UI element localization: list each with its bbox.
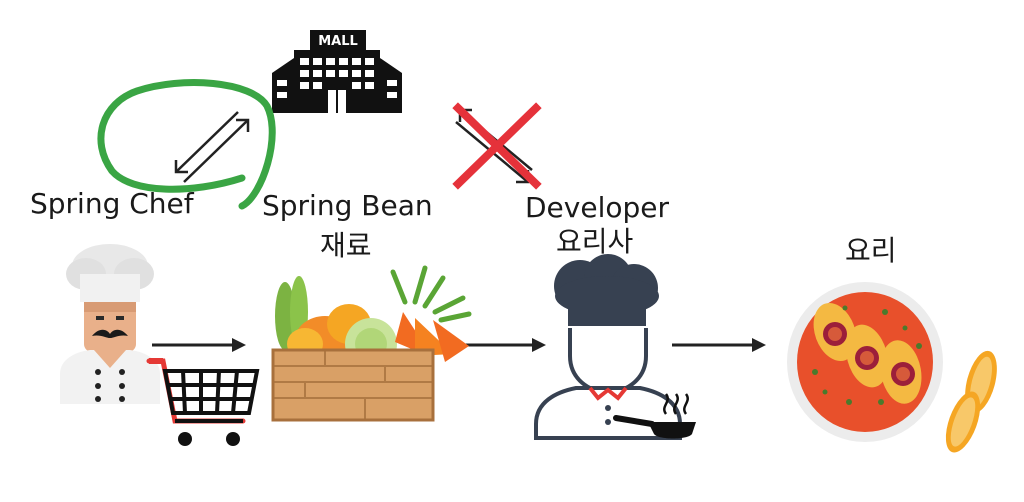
crossed-arrow-icon bbox=[452, 102, 542, 190]
vegetable-crate-icon bbox=[271, 265, 472, 422]
shopping-cart-icon bbox=[146, 358, 260, 446]
label-spring-bean: Spring Bean bbox=[262, 189, 433, 222]
arrow-cook-to-dish bbox=[672, 338, 766, 352]
mall-sign-text: MALL bbox=[318, 34, 358, 49]
green-circle-mark bbox=[97, 79, 276, 210]
bidirectional-arrow-icon bbox=[174, 111, 250, 183]
developer-cook-icon bbox=[534, 254, 696, 440]
label-dish: 요리 bbox=[845, 234, 897, 267]
label-developer: Developer bbox=[525, 191, 670, 224]
dish-icon bbox=[787, 282, 997, 453]
label-ingredients: 재료 bbox=[320, 229, 372, 262]
label-spring-chef: Spring Chef bbox=[30, 187, 194, 220]
arrow-chef-to-ingredients bbox=[152, 338, 246, 352]
spring-chef-icon bbox=[60, 244, 160, 404]
mall-icon: MALL bbox=[272, 30, 402, 113]
label-cook: 요리사 bbox=[556, 225, 634, 258]
